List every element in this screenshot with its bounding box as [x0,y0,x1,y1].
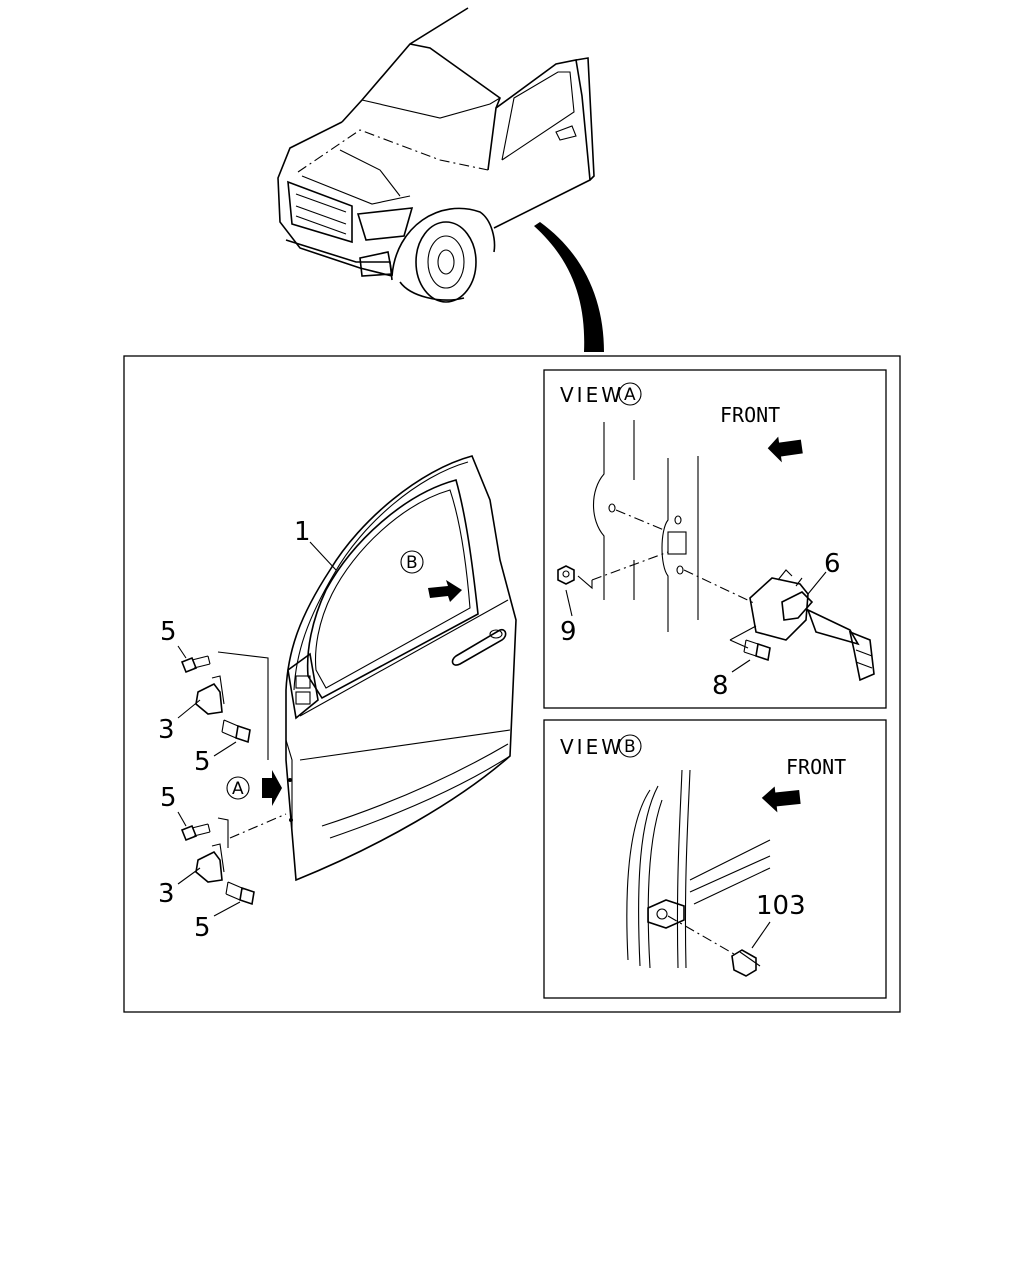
arrow-to-view-b [428,580,462,602]
callout-nut: 9 [560,617,577,647]
main-frame [123,355,901,1013]
arrow-to-view-a [262,770,282,806]
vehicle-overview [277,7,595,303]
callout-bolt-upper-a: 5 [160,617,177,647]
view-a-panel [543,369,887,709]
view-a-title: VIEW [560,383,624,407]
callout-checker: 6 [824,549,841,579]
callout-bolt-lower-a: 5 [160,783,177,813]
front-door [285,455,517,882]
callout-door: 1 [294,517,311,547]
upper-hinge-assembly [177,645,269,760]
callout-hinge-lower: 3 [158,879,175,909]
callout-checker-bolt: 8 [712,671,729,701]
view-b-front-label: FRONT [786,755,846,779]
marker-b-label: B [406,553,418,573]
view-b-marker-label: B [624,737,636,757]
view-pointer-arrow [534,222,604,352]
view-b-panel [543,719,887,999]
view-a-marker-label: A [624,385,636,405]
view-a-marker-circle [618,382,642,406]
marker-a-label: A [232,779,244,799]
callout-bolt-upper-b: 5 [194,747,211,777]
lower-hinge-assembly [177,811,287,917]
view-b-drawing [626,769,801,977]
callout-bumper: 103 [756,891,806,921]
view-a-front-label: FRONT [720,403,780,427]
view-b-marker-circle [618,734,642,758]
view-a-drawing [557,420,875,682]
marker-b-circle [400,550,424,574]
callout-bolt-lower-b: 5 [194,913,211,943]
callout-hinge-upper: 3 [158,715,175,745]
marker-a-circle [226,776,250,800]
view-b-title: VIEW [560,735,624,759]
